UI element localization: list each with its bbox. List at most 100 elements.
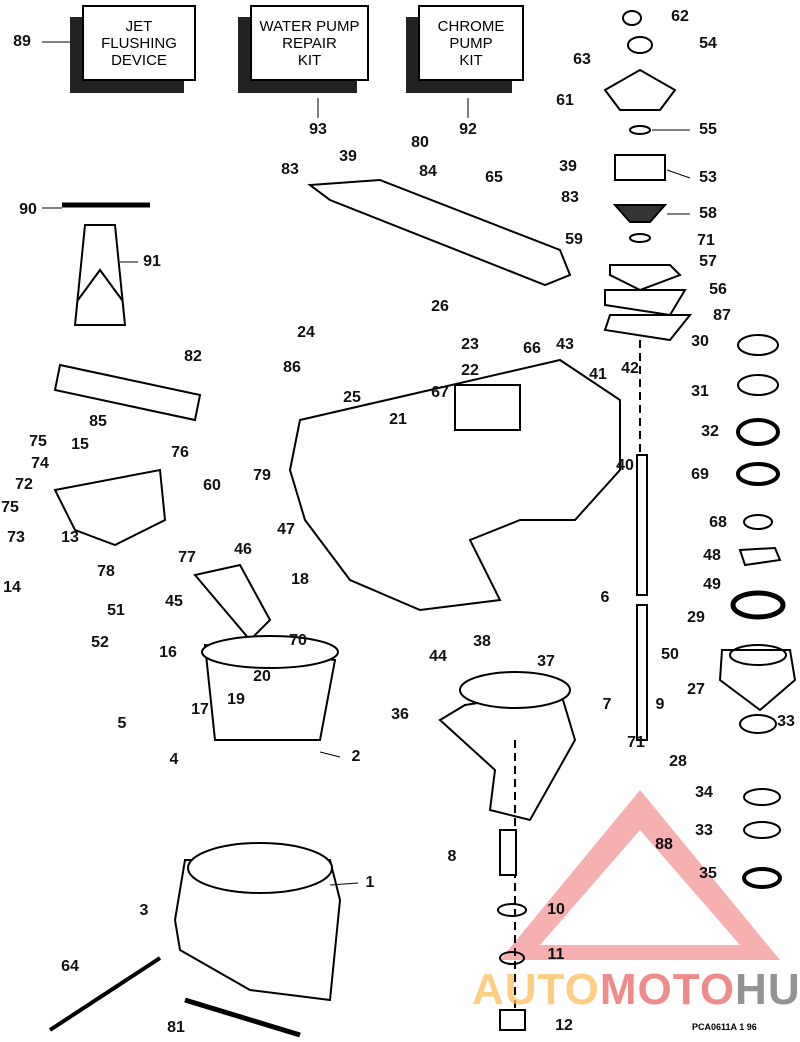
callout-24: 24 <box>297 324 315 341</box>
callout-31: 31 <box>691 383 709 400</box>
plate-part <box>307 178 572 287</box>
callout-77: 77 <box>178 549 196 566</box>
callout-81: 81 <box>167 1019 185 1036</box>
flushing-device-part <box>62 202 150 326</box>
impeller-part <box>438 688 577 822</box>
callout-62: 62 <box>671 8 689 25</box>
callout-87: 87 <box>713 307 731 324</box>
plate-70-part <box>193 563 272 642</box>
callout-39: 39 <box>339 148 357 165</box>
callout-71: 71 <box>697 232 715 249</box>
callout-17: 17 <box>191 701 209 718</box>
callout-52: 52 <box>91 634 109 651</box>
callout-26: 26 <box>431 298 449 315</box>
callout-63: 63 <box>573 51 591 68</box>
callout-12: 12 <box>555 1017 573 1034</box>
callout-20: 20 <box>253 668 271 685</box>
callout-64: 64 <box>61 958 79 975</box>
callout-30: 30 <box>691 333 709 350</box>
callout-19: 19 <box>227 691 245 708</box>
callout-28: 28 <box>669 753 687 770</box>
callout-35: 35 <box>699 865 717 882</box>
callout-93: 93 <box>309 121 327 138</box>
callout-40: 40 <box>616 457 634 474</box>
callout-1: 1 <box>365 874 375 891</box>
callout-89: 89 <box>13 33 31 50</box>
callout-57: 57 <box>699 253 717 270</box>
callout-33: 33 <box>777 713 795 730</box>
callout-84: 84 <box>419 163 437 180</box>
callout-65: 65 <box>485 169 503 186</box>
callout-83: 83 <box>561 189 579 206</box>
callout-5: 5 <box>117 715 127 732</box>
callout-69: 69 <box>691 466 709 483</box>
callout-14: 14 <box>3 579 21 596</box>
callout-43: 43 <box>556 336 574 353</box>
callout-32: 32 <box>701 423 719 440</box>
water-pump-parts <box>603 10 693 741</box>
callout-37: 37 <box>537 653 555 670</box>
callout-48: 48 <box>703 547 721 564</box>
callout-80: 80 <box>411 134 429 151</box>
callout-92: 92 <box>459 121 477 138</box>
callout-9: 9 <box>655 696 665 713</box>
callout-8: 8 <box>447 848 457 865</box>
callout-25: 25 <box>343 389 361 406</box>
callout-50: 50 <box>661 646 679 663</box>
adapter-part <box>454 384 521 431</box>
rod-part <box>48 956 162 1032</box>
callout-91: 91 <box>143 253 161 270</box>
callout-22: 22 <box>461 362 479 379</box>
callout-71: 71 <box>627 734 645 751</box>
callout-41: 41 <box>589 366 607 383</box>
seal-stack-parts <box>718 334 797 889</box>
callout-34: 34 <box>695 784 713 801</box>
bar-part <box>184 997 301 1038</box>
callout-11: 11 <box>547 946 565 963</box>
jet-flushing-device-kit: JET FLUSHING DEVICE <box>82 5 196 81</box>
callout-42: 42 <box>621 360 639 377</box>
callout-6: 6 <box>600 589 610 606</box>
callout-15: 15 <box>71 436 89 453</box>
callout-68: 68 <box>709 514 727 531</box>
callout-38: 38 <box>473 633 491 650</box>
callout-44: 44 <box>429 648 447 665</box>
callout-75: 75 <box>29 433 47 450</box>
callout-74: 74 <box>31 455 49 472</box>
water-pump-repair-kit: WATER PUMP REPAIR KIT <box>250 5 369 81</box>
callout-36: 36 <box>391 706 409 723</box>
callout-51: 51 <box>107 602 125 619</box>
callout-83: 83 <box>281 161 299 178</box>
callout-55: 55 <box>699 121 717 138</box>
chrome-pump-kit: CHROME PUMP KIT <box>418 5 524 81</box>
callout-54: 54 <box>699 35 717 52</box>
callout-18: 18 <box>291 571 309 588</box>
callout-88: 88 <box>655 836 673 853</box>
callout-2: 2 <box>351 748 361 765</box>
callout-29: 29 <box>687 609 705 626</box>
callout-4: 4 <box>169 751 179 768</box>
callout-7: 7 <box>602 696 612 713</box>
watermark-auto: AUTO <box>472 965 600 1014</box>
callout-70: 70 <box>289 632 307 649</box>
callout-72: 72 <box>15 476 33 493</box>
callout-16: 16 <box>159 644 177 661</box>
diagram-code: PCA0611A 1 96 <box>692 1022 757 1032</box>
callout-46: 46 <box>234 541 252 558</box>
callout-66: 66 <box>523 340 541 357</box>
callout-78: 78 <box>97 563 115 580</box>
callout-47: 47 <box>277 521 295 538</box>
callout-79: 79 <box>253 467 271 484</box>
callout-59: 59 <box>565 231 583 248</box>
callout-67: 67 <box>431 384 449 401</box>
callout-27: 27 <box>687 681 705 698</box>
callout-85: 85 <box>89 413 107 430</box>
bracket-part <box>53 468 167 547</box>
callout-13: 13 <box>61 529 79 546</box>
callout-56: 56 <box>709 281 727 298</box>
watermark-hub: HUB <box>735 965 800 1014</box>
watermark-logo <box>500 790 780 960</box>
callout-21: 21 <box>389 411 407 428</box>
